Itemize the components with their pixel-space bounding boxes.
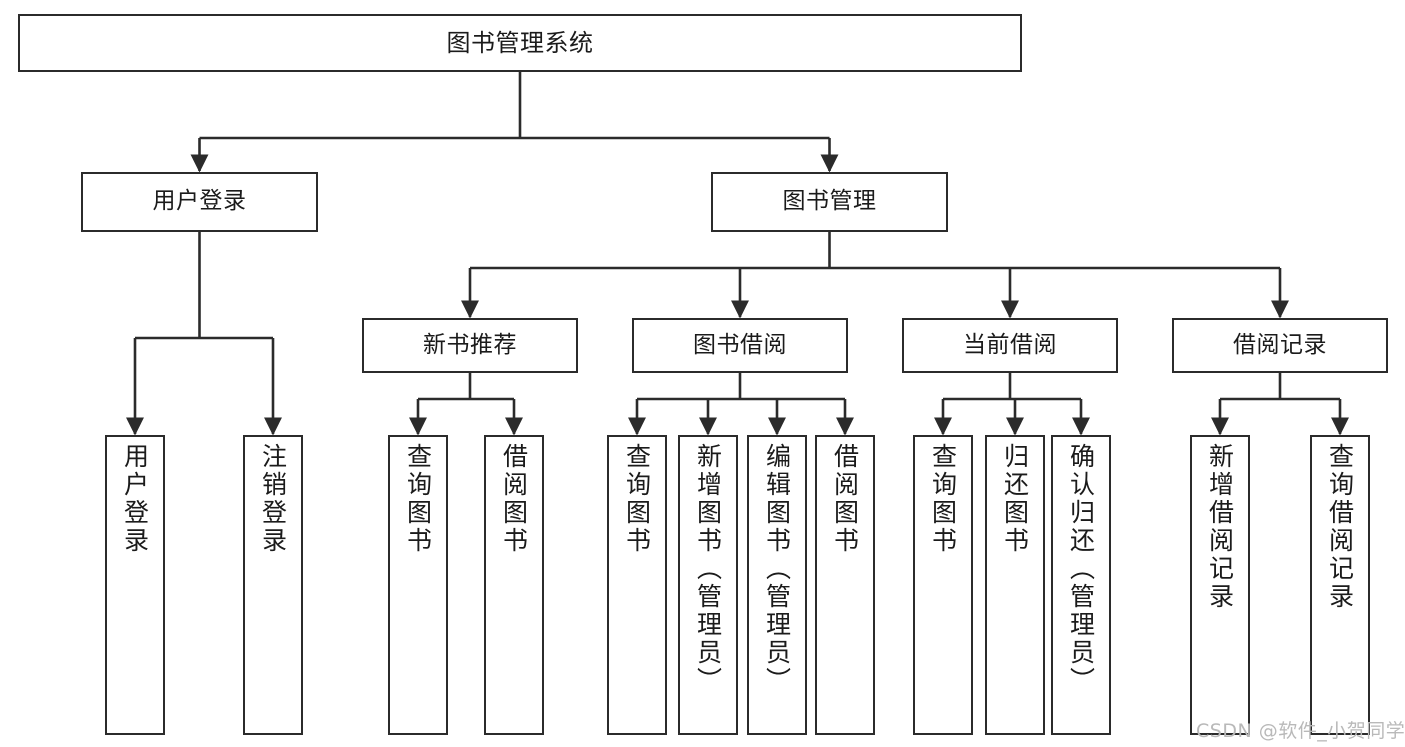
node-label: 确认归还（管理员） xyxy=(1066,443,1096,695)
node-label: 查询借阅记录 xyxy=(1325,443,1355,611)
node-label: 新书推荐 xyxy=(423,331,517,358)
node-label: 借阅图书 xyxy=(499,443,529,555)
node-leaf-query-book-2: 查询图书 xyxy=(607,435,667,735)
node-root: 图书管理系统 xyxy=(18,14,1022,72)
node-label: 新增图书（管理员） xyxy=(693,443,723,695)
csdn-watermark: CSDN @软件_小贺同学 xyxy=(1196,720,1405,742)
node-label: 归还图书 xyxy=(1000,443,1030,555)
node-label: 查询图书 xyxy=(403,443,433,555)
node-leaf-query-book-1: 查询图书 xyxy=(388,435,448,735)
node-label: 图书管理 xyxy=(782,188,877,215)
node-label: 用户登录 xyxy=(152,188,247,215)
node-book-manage: 图书管理 xyxy=(711,172,948,232)
node-leaf-borrow-book-1: 借阅图书 xyxy=(484,435,544,735)
node-leaf-user-login: 用户登录 xyxy=(105,435,165,735)
node-label: 用户登录 xyxy=(120,443,150,555)
node-leaf-return-book: 归还图书 xyxy=(985,435,1045,735)
node-leaf-add-record: 新增借阅记录 xyxy=(1190,435,1250,735)
node-current-borrow: 当前借阅 xyxy=(902,318,1118,373)
node-label: 当前借阅 xyxy=(963,331,1057,358)
node-leaf-query-record: 查询借阅记录 xyxy=(1310,435,1370,735)
node-label: 图书借阅 xyxy=(693,331,787,358)
node-new-book-rec: 新书推荐 xyxy=(362,318,578,373)
node-label: 查询图书 xyxy=(622,443,652,555)
node-borrow-record: 借阅记录 xyxy=(1172,318,1388,373)
node-label: 借阅记录 xyxy=(1233,331,1327,358)
node-label: 图书管理系统 xyxy=(446,28,594,57)
node-user-login: 用户登录 xyxy=(81,172,318,232)
node-leaf-add-book: 新增图书（管理员） xyxy=(678,435,738,735)
node-leaf-borrow-book-2: 借阅图书 xyxy=(815,435,875,735)
node-label: 借阅图书 xyxy=(830,443,860,555)
node-leaf-query-book-3: 查询图书 xyxy=(913,435,973,735)
node-leaf-confirm-return: 确认归还（管理员） xyxy=(1051,435,1111,735)
node-label: 查询图书 xyxy=(928,443,958,555)
node-book-borrow: 图书借阅 xyxy=(632,318,848,373)
node-label: 注销登录 xyxy=(258,443,288,555)
node-leaf-logout: 注销登录 xyxy=(243,435,303,735)
node-label: 编辑图书（管理员） xyxy=(762,443,792,695)
node-label: 新增借阅记录 xyxy=(1205,443,1235,611)
node-leaf-edit-book: 编辑图书（管理员） xyxy=(747,435,807,735)
